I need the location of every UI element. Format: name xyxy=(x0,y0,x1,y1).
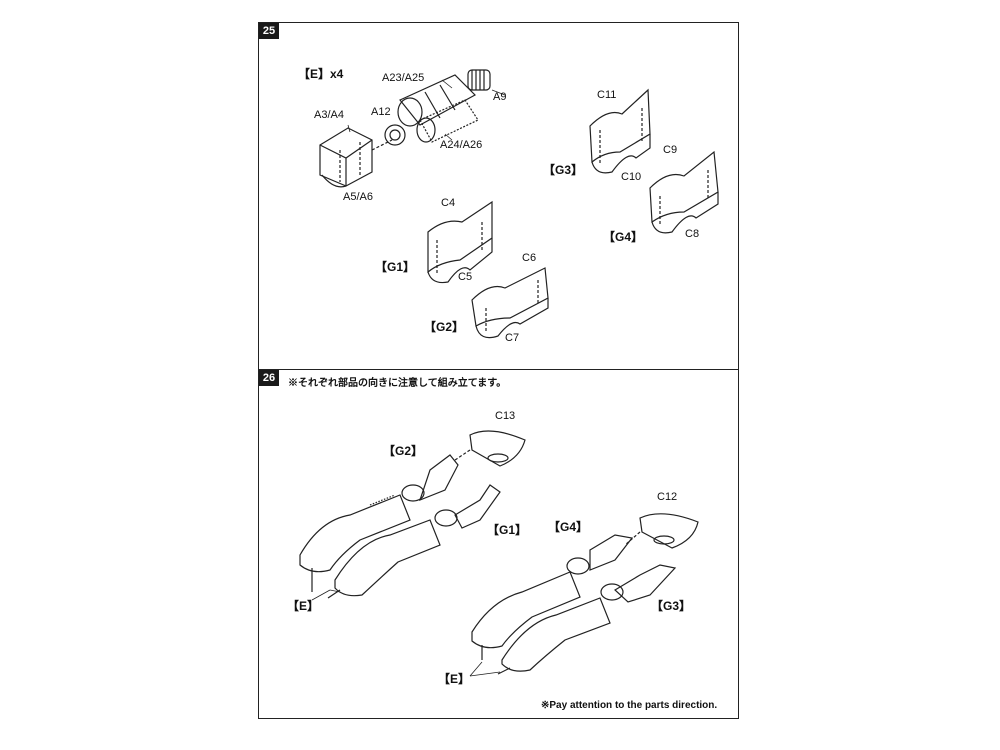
group-g3-label-step26: 【G3】 xyxy=(651,599,692,613)
instruction-frame xyxy=(258,22,739,719)
step-26-number: 26 xyxy=(259,370,279,386)
group-g3-label: 【G3】 xyxy=(543,163,584,177)
part-label-c7: C7 xyxy=(505,332,520,344)
right-arm-assembly xyxy=(471,513,699,675)
part-label-c4: C4 xyxy=(441,197,456,209)
e-part-assembly xyxy=(319,69,491,188)
part-label-a12: A12 xyxy=(371,106,391,118)
group-e-label: 【E】x4 xyxy=(298,67,344,81)
step-25-number: 25 xyxy=(259,23,279,39)
group-g2-label-step26: 【G2】 xyxy=(383,444,424,458)
left-arm-assembly xyxy=(299,430,526,599)
part-label-c5: C5 xyxy=(458,271,473,283)
part-label-a3-a4: A3/A4 xyxy=(314,109,344,121)
part-label-a9: A9 xyxy=(493,91,507,103)
part-label-c9: C9 xyxy=(663,144,678,156)
group-g4-label: 【G4】 xyxy=(603,230,644,244)
g3-part xyxy=(589,88,651,174)
note-japanese: ※それぞれ部品の向きに注意して組み立てます。 xyxy=(288,378,507,389)
g1-part xyxy=(427,200,493,284)
part-label-c12: C12 xyxy=(657,491,678,503)
group-g1-label-step26: 【G1】 xyxy=(487,523,528,537)
group-e-label-left: 【E】 xyxy=(287,599,320,613)
part-label-a5-a6: A5/A6 xyxy=(343,191,373,203)
step-divider xyxy=(258,369,739,370)
part-label-c13: C13 xyxy=(495,410,516,422)
part-label-c8: C8 xyxy=(685,228,700,240)
group-g1-label: 【G1】 xyxy=(375,260,416,274)
part-label-c11: C11 xyxy=(597,89,617,101)
part-label-a24-a26: A24/A26 xyxy=(440,139,483,151)
g4-part xyxy=(649,150,719,234)
group-g2-label: 【G2】 xyxy=(424,320,465,334)
part-label-c10: C10 xyxy=(621,171,642,183)
part-label-a23-a25: A23/A25 xyxy=(382,72,425,84)
note-english: ※Pay attention to the parts direction. xyxy=(541,700,718,711)
part-label-c6: C6 xyxy=(522,252,537,264)
group-e-label-right: 【E】 xyxy=(438,672,471,686)
g2-part xyxy=(471,267,549,339)
group-g4-label-step26: 【G4】 xyxy=(548,520,589,534)
